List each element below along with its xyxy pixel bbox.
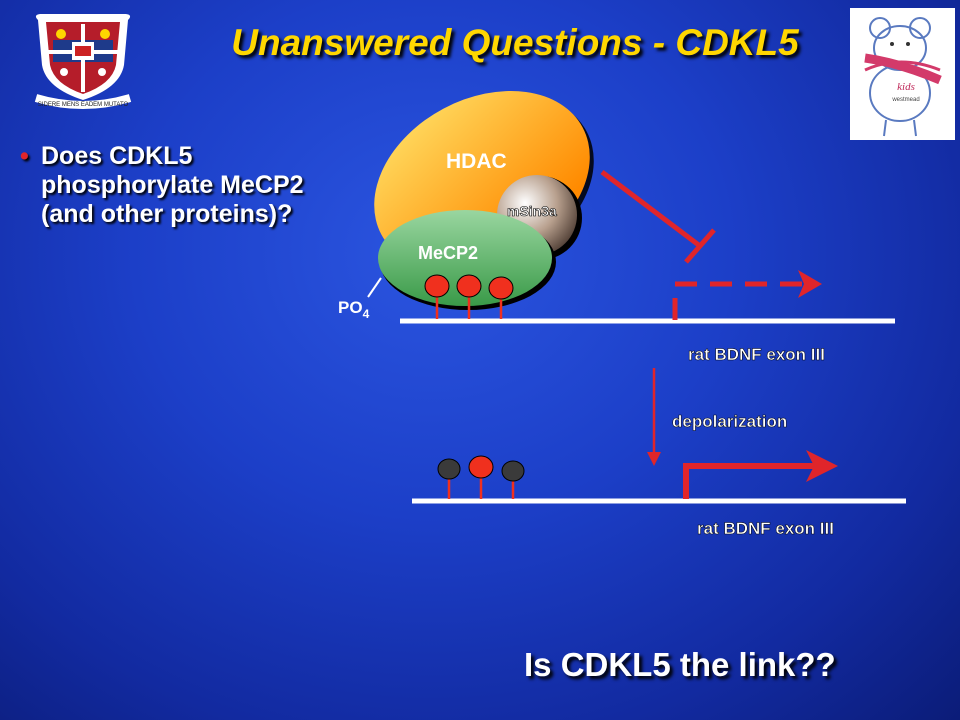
slide-title: Unanswered Questions - CDKL5: [231, 22, 799, 63]
methyl-groups-top: [424, 274, 514, 319]
bullet-point: • Does CDKL5 phosphorylate MeCP2 (and ot…: [20, 142, 320, 229]
crest-motto: SIDERE MENS EADEM MUTATO: [38, 102, 129, 108]
westmead-logo-word: westmead: [891, 97, 919, 103]
kids-logo-word: kids: [897, 81, 915, 93]
depolarization-arrow: [647, 368, 661, 466]
closing-question: Is CDKL5 the link??: [524, 646, 836, 683]
gene-label-bottom: rat BDNF exon III: [697, 519, 834, 538]
hdac-label: HDAC: [446, 150, 507, 173]
kids-westmead-logo: kids westmead: [850, 8, 955, 140]
mecp2-label: MeCP2: [418, 243, 478, 263]
depolarization-label: depolarization: [672, 412, 787, 431]
blocked-transcription-arrow: [672, 270, 822, 320]
methyl-groups-bottom: [437, 455, 525, 499]
msin3a-label: mSin3a: [507, 203, 557, 219]
inhibition-arrow: [600, 170, 716, 264]
bullet-text: Does CDKL5 phosphorylate MeCP2 (and othe…: [41, 142, 304, 228]
phosphate-label: PO4: [338, 298, 370, 321]
university-crest-logo: SIDERE MENS EADEM MUTATO: [34, 14, 132, 109]
bullet-marker: •: [20, 142, 29, 170]
active-transcription-arrow: [683, 450, 838, 499]
gene-label-top: rat BDNF exon III: [688, 345, 825, 364]
